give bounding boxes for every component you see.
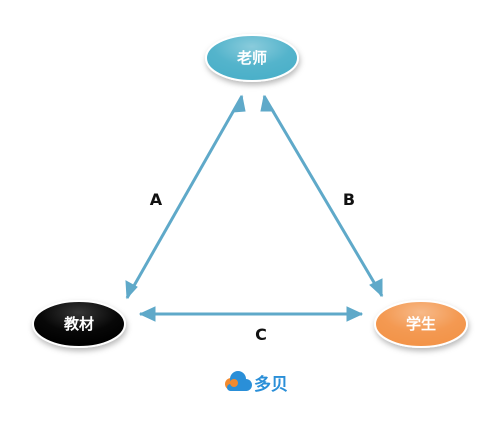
edge-a-label: A [150,190,163,209]
arrow-a-head-bottom [125,280,138,300]
node-student-label: 学生 [406,315,436,333]
edge-c-label: C [255,325,267,344]
arrow-b-head-bottom [369,278,383,298]
logo-text: 多贝 [254,374,288,395]
arrow-a-head-top [231,94,246,113]
arrow-a [125,94,246,300]
edge-b-label: B [343,190,355,209]
arrow-b-head-top [260,94,275,112]
node-material-label: 教材 [63,315,94,333]
node-teacher-label: 老师 [236,49,267,67]
arrow-c-head-right [346,306,364,322]
node-material: 教材 [32,300,126,348]
arrow-c-head-left [138,306,156,322]
cloud-logo-icon [225,371,252,391]
node-teacher: 老师 [205,34,299,82]
arrow-c [138,306,364,322]
node-student: 学生 [374,300,468,348]
arrow-b [260,94,384,298]
logo: 多贝 [225,371,288,395]
